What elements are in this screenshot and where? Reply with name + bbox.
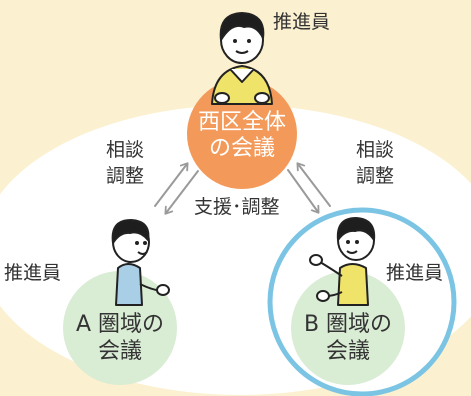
a-line2: 会議: [97, 339, 142, 364]
person-left-icon: [111, 219, 170, 306]
role-left-label: 推進員: [4, 262, 62, 284]
west-line2: の会議: [208, 136, 275, 161]
role-top-label: 推進員: [273, 11, 331, 33]
a-area-circle: [63, 271, 177, 385]
role-right-label: 推進員: [386, 262, 444, 284]
a-line1: A 圏域の: [75, 312, 165, 337]
arrows: [154, 162, 331, 215]
link-right-line1: 相談: [356, 139, 395, 161]
west-circle: [187, 79, 297, 189]
person-top-icon: [211, 12, 273, 105]
link-left-line1: 相談: [106, 139, 145, 161]
arrow-left-down: [164, 170, 199, 215]
link-left-line2: 調整: [106, 165, 145, 187]
link-right-line2: 調整: [356, 165, 395, 187]
person-right-icon: [309, 217, 376, 306]
link-center-label: 支援･調整: [194, 196, 280, 218]
arrow-right-down: [287, 169, 320, 214]
b-line2: 会議: [325, 339, 370, 364]
b-line1: B 圏域の: [303, 312, 393, 337]
arrow-right-up: [296, 162, 331, 207]
arrow-left-up: [154, 162, 189, 207]
west-line1: 西区全体: [197, 110, 286, 135]
